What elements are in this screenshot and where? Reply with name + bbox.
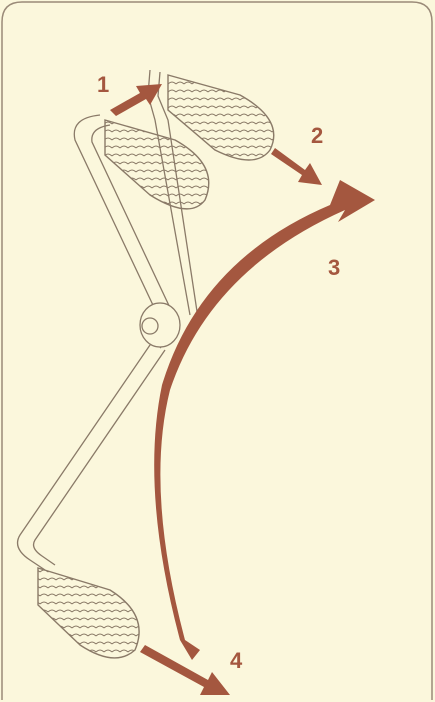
step-1-label: 1 bbox=[97, 74, 109, 96]
arrow-3 bbox=[154, 180, 375, 660]
rotation-arrow-icon bbox=[110, 84, 162, 116]
step-4-label: 4 bbox=[230, 650, 242, 672]
arrow-2 bbox=[271, 148, 322, 185]
step-3-label: 3 bbox=[328, 257, 340, 279]
step-2-label: 2 bbox=[311, 125, 323, 147]
lower-spring bbox=[38, 568, 139, 658]
arrow-4 bbox=[140, 645, 230, 695]
